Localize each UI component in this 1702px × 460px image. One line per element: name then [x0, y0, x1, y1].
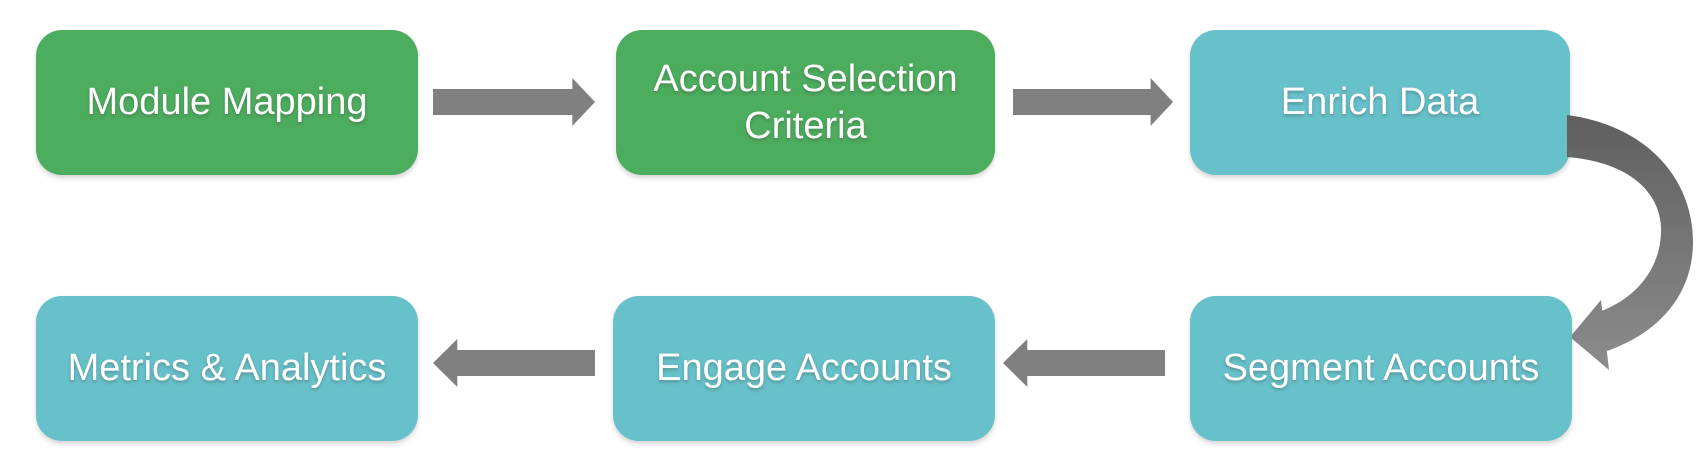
flow-node-segment-accounts: Segment Accounts	[1190, 296, 1572, 441]
flow-node-engage-accounts: Engage Accounts	[613, 296, 995, 441]
flow-node-label: Engage Accounts	[656, 347, 952, 390]
flow-node-label: Enrich Data	[1280, 81, 1480, 124]
arrow-left-icon	[1003, 339, 1165, 387]
flow-node-metrics-analytics: Metrics & Analytics	[36, 296, 418, 441]
arrow-right-icon	[433, 78, 595, 126]
flow-node-label: Account Selection Criteria	[653, 58, 958, 147]
arrow-left-icon	[433, 339, 595, 387]
flow-node-account-selection-criteria: Account Selection Criteria	[616, 30, 995, 175]
flow-node-label: Segment Accounts	[1222, 347, 1540, 390]
flow-node-module-mapping: Module Mapping	[36, 30, 418, 175]
arrow-right-icon	[1013, 78, 1173, 126]
flow-node-enrich-data: Enrich Data	[1190, 30, 1570, 175]
flow-node-label: Module Mapping	[86, 81, 368, 124]
flow-node-label: Metrics & Analytics	[67, 347, 387, 390]
